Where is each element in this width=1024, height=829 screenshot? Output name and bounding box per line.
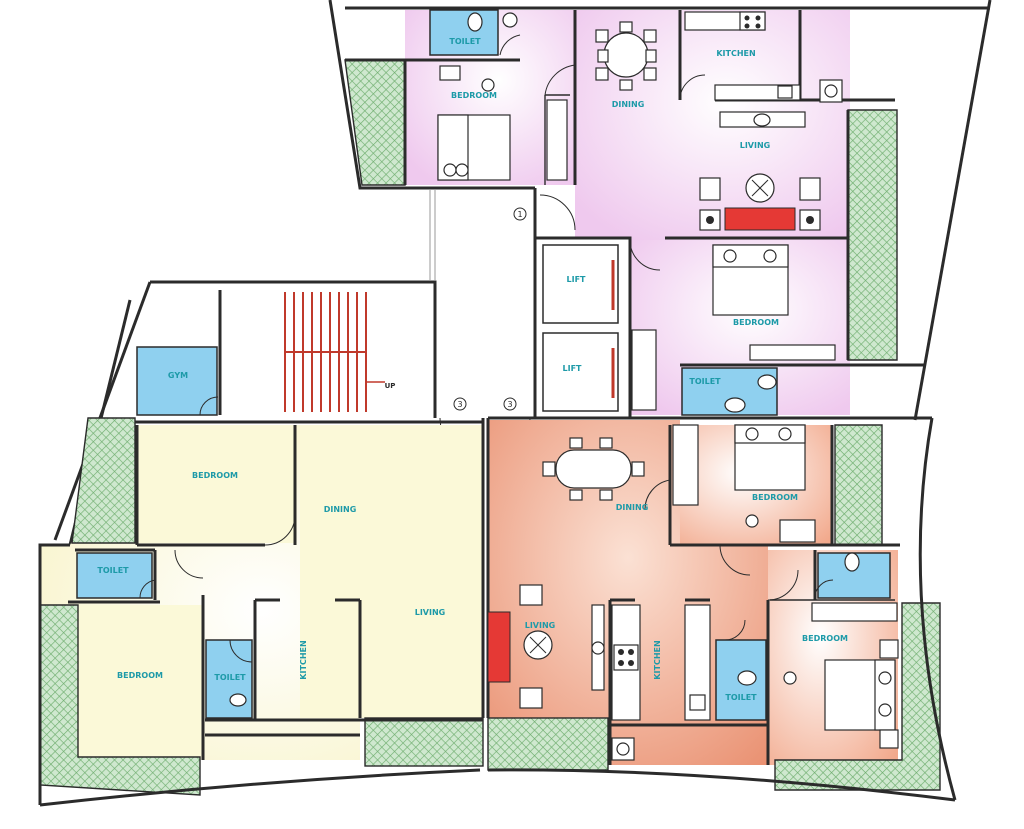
label-bedroom-left2: BEDROOM [117, 671, 163, 680]
label-lift-2: LIFT [563, 364, 583, 373]
marker-3b: 3 [507, 400, 512, 409]
label-dining-left: DINING [324, 505, 357, 514]
marker-3a: 3 [457, 400, 462, 409]
label-kitchen-orange: KITCHEN [653, 640, 662, 679]
label-toilet-top: TOILET [449, 37, 481, 46]
label-living-orange: LIVING [525, 621, 556, 630]
label-living-left: LIVING [415, 608, 446, 617]
label-bedroom-orange2: BEDROOM [802, 634, 848, 643]
label-toilet-right: TOILET [689, 377, 721, 386]
label-living-top: LIVING [740, 141, 771, 150]
label-dining-orange: DINING [616, 503, 649, 512]
stair-gym [53, 190, 531, 546]
label-dining-top: DINING [612, 100, 645, 109]
label-bedroom-top: BEDROOM [451, 91, 497, 100]
label-bedroom-orange: BEDROOM [752, 493, 798, 502]
label-kitchen-left: KITCHEN [299, 640, 308, 679]
left-unit [38, 417, 485, 807]
label-kitchen-top: KITCHEN [716, 49, 755, 58]
label-bedroom-right: BEDROOM [733, 318, 779, 327]
label-toilet-left: TOILET [97, 566, 129, 575]
top-unit [328, 0, 992, 421]
label-toilet-orange: TOILET [725, 693, 757, 702]
label-toilet-mid: TOILET [214, 673, 246, 682]
label-lift-1: LIFT [567, 275, 587, 284]
label-gym: GYM [168, 371, 188, 380]
marker-labels: 1 3 3 [457, 210, 522, 409]
room-labels: TOILET BEDROOM DINING KITCHEN LIVING BED… [97, 37, 848, 702]
bottom-right-unit [486, 416, 957, 802]
label-up: UP [385, 382, 396, 390]
marker-1: 1 [517, 210, 522, 219]
label-bedroom-left: BEDROOM [192, 471, 238, 480]
lift-core [533, 236, 632, 420]
